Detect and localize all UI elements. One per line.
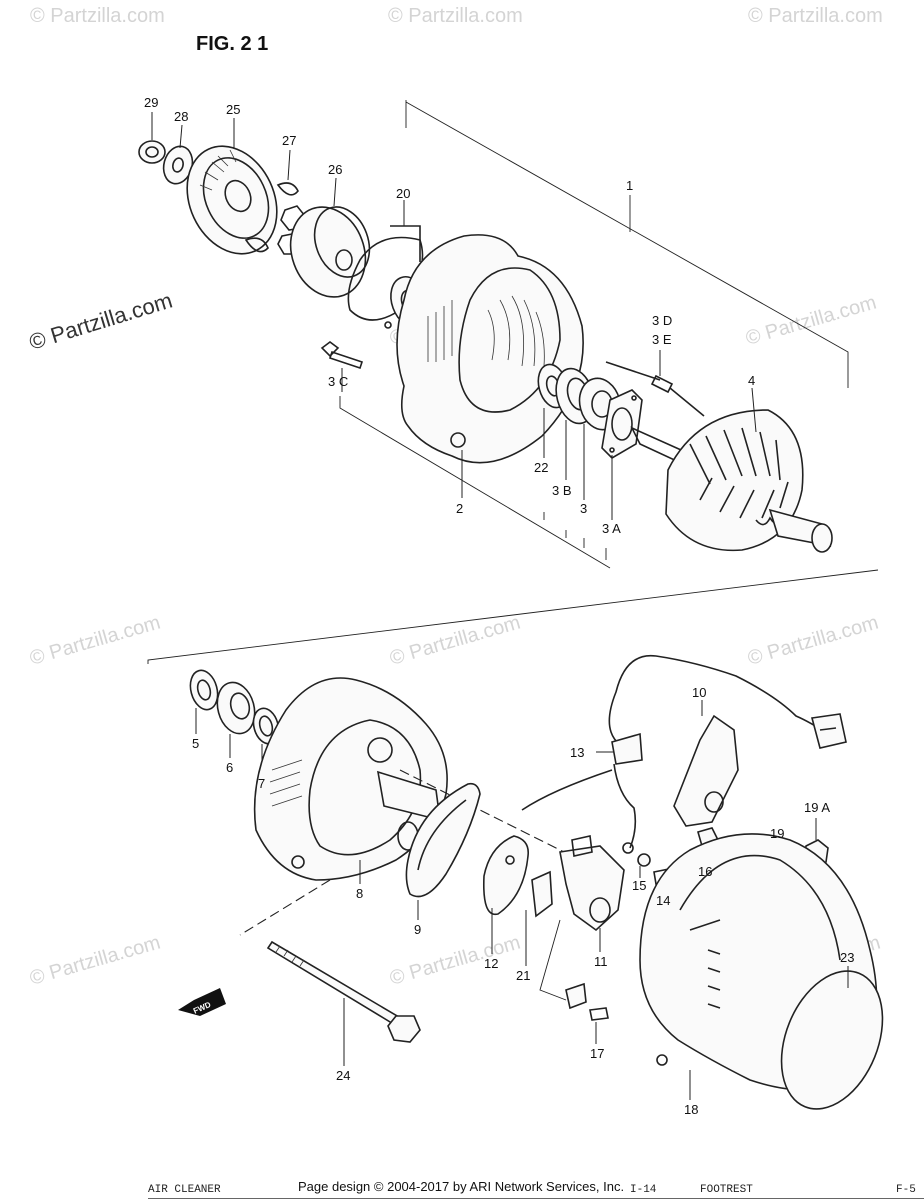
callout-14: 14	[656, 893, 670, 908]
callout-11: 11	[594, 954, 608, 969]
part-15-washer	[637, 853, 651, 878]
watermark: © Partzilla.com	[743, 292, 879, 350]
callout-26: 26	[328, 162, 342, 177]
footer-credit: Page design © 2004-2017 by ARI Network S…	[298, 1179, 625, 1194]
callout-3a: 3 A	[602, 521, 621, 536]
callout-5: 5	[192, 736, 199, 751]
watermark: © Partzilla.com	[27, 932, 163, 990]
part-25-pulley	[186, 118, 278, 255]
callout-8: 8	[356, 886, 363, 901]
callout-4: 4	[748, 373, 755, 388]
lead-lower-bracket	[539, 919, 567, 1001]
callout-29: 29	[144, 95, 158, 110]
callout-2: 2	[456, 501, 463, 516]
page-footer: AIR CLEANER I-14 FOOTREST F-5 Page desig…	[0, 1176, 924, 1200]
callout-15: 15	[632, 878, 646, 893]
watermark: © Partzilla.com	[387, 612, 523, 670]
callout-18: 18	[684, 1102, 698, 1117]
callout-9: 9	[414, 922, 421, 937]
fwd-arrow-badge: FWD	[178, 988, 226, 1016]
callout-3: 3	[580, 501, 587, 516]
callout-labels: 1 2 3 3 A 3 B 3 C 3 D 3 E 4 5 6 7 8 9 10…	[144, 95, 854, 1117]
callout-6: 6	[226, 760, 233, 775]
part-9-cover	[405, 782, 481, 920]
part-3c-bolt	[320, 341, 364, 392]
footer-index-left: AIR CLEANER	[148, 1184, 221, 1196]
watermark-primary: © Partzilla.com	[26, 288, 175, 355]
callout-12: 12	[484, 956, 498, 971]
part-21-insulator	[525, 870, 553, 966]
part-26-spacer	[289, 177, 371, 298]
callout-1: 1	[626, 178, 633, 193]
part-8-rear-housing	[253, 677, 448, 884]
callout-3b: 3 B	[552, 483, 572, 498]
watermark: © Partzilla.com	[30, 5, 165, 27]
watermark: © Partzilla.com	[745, 612, 881, 670]
callout-23: 23	[840, 950, 854, 965]
footer-index-right: FOOTREST	[700, 1184, 753, 1196]
part-17-clip-screw	[565, 982, 609, 1044]
part-11-brush-holder	[559, 835, 625, 952]
assembly-link-line	[147, 569, 879, 664]
watermark: © Partzilla.com	[27, 612, 163, 670]
callout-22: 22	[534, 460, 548, 475]
callout-21: 21	[516, 968, 530, 983]
lead-bracket-lower	[543, 512, 607, 560]
callout-28: 28	[174, 109, 188, 124]
bolt-path-line	[239, 879, 331, 936]
callout-3e: 3 E	[652, 332, 672, 347]
callout-7: 7	[258, 776, 265, 791]
callout-20: 20	[396, 186, 410, 201]
callout-10: 10	[692, 685, 706, 700]
part-24-bolt	[266, 940, 421, 1066]
callout-3c: 3 C	[328, 374, 348, 389]
callout-19a: 19 A	[804, 800, 830, 815]
lead-3c-bracket	[339, 396, 611, 569]
callout-16: 16	[698, 864, 712, 879]
callout-13: 13	[570, 745, 584, 760]
part-23-cap	[780, 966, 884, 1110]
part-4-rotor	[630, 387, 833, 553]
callout-3d: 3 D	[652, 313, 672, 328]
callout-19: 19	[770, 826, 784, 841]
part-12-regulator	[482, 835, 530, 954]
part-13-wire-harness	[521, 654, 847, 854]
watermark: © Partzilla.com	[388, 5, 523, 27]
footer-index-far-right: F-5	[896, 1184, 916, 1196]
part-10-bracket	[673, 700, 739, 827]
part-3a-retainer	[601, 389, 643, 520]
assembly-bracket-1	[405, 100, 849, 388]
watermark: © Partzilla.com	[748, 5, 883, 27]
callout-17: 17	[590, 1046, 604, 1061]
part-29-nut	[138, 112, 166, 164]
part-6-bearing	[216, 681, 256, 758]
footer-index-middle: I-14	[630, 1184, 657, 1196]
part-3d-3e-stud	[605, 350, 705, 417]
part-5-washer	[189, 669, 219, 734]
callout-25: 25	[226, 102, 240, 117]
callout-24: 24	[336, 1068, 350, 1083]
callout-27: 27	[282, 133, 296, 148]
figure-title: FIG. 2 1	[196, 33, 268, 55]
footer-rule	[148, 1198, 924, 1199]
watermark: © Partzilla.com	[387, 932, 523, 990]
